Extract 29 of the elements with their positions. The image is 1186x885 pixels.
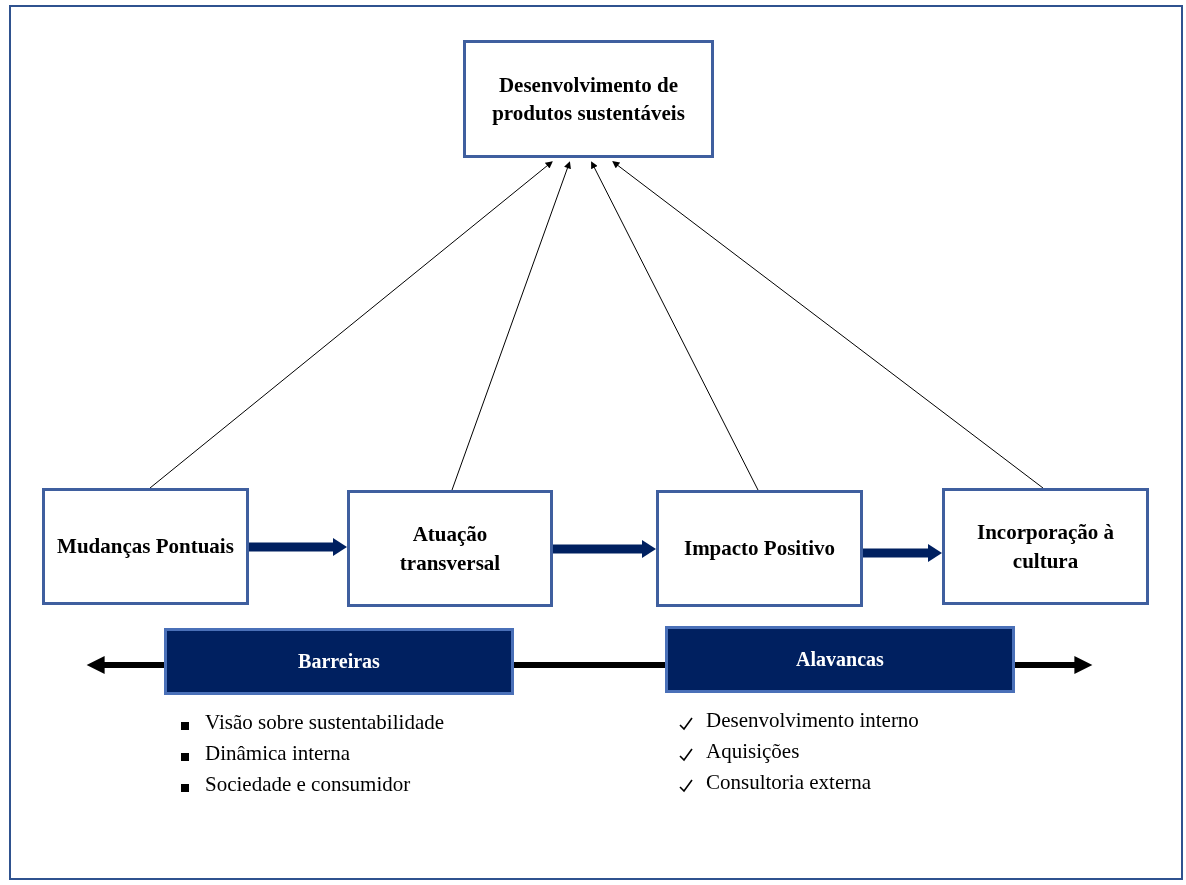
process-box <box>42 488 249 605</box>
box-label: Desenvolvimento de produtos sustentáveis <box>491 71 686 127</box>
arrow <box>149 161 553 489</box>
list-item: Sociedade e consumidor <box>205 772 411 796</box>
double-arrow-line <box>1015 656 1093 674</box>
arrow <box>451 161 571 491</box>
block-arrow <box>249 538 347 556</box>
arrow <box>591 161 759 491</box>
box-label: Mudanças Pontuais <box>56 533 235 561</box>
category-banner <box>665 626 1015 693</box>
process-box <box>942 488 1149 605</box>
process-box <box>463 40 714 158</box>
box-label: Incorporação à cultura <box>975 519 1116 575</box>
double-arrow-line <box>86 656 164 674</box>
process-box <box>347 490 553 607</box>
list-item: Dinâmica interna <box>205 741 351 765</box>
list-item: Aquisições <box>706 739 800 763</box>
category-banner <box>164 628 514 695</box>
list-item: Consultoria externa <box>706 770 872 794</box>
block-arrow <box>553 540 656 558</box>
box-label: Impacto Positivo <box>682 535 837 563</box>
box-label: Alavancas <box>795 647 885 672</box>
box-label: Barreiras <box>297 649 381 674</box>
list-item: Visão sobre sustentabilidade <box>205 710 445 734</box>
box-label: Atuação transversal <box>398 521 502 577</box>
list-item: Desenvolvimento interno <box>706 708 919 732</box>
process-box <box>656 490 863 607</box>
block-arrow <box>863 544 942 562</box>
arrow <box>612 161 1044 489</box>
